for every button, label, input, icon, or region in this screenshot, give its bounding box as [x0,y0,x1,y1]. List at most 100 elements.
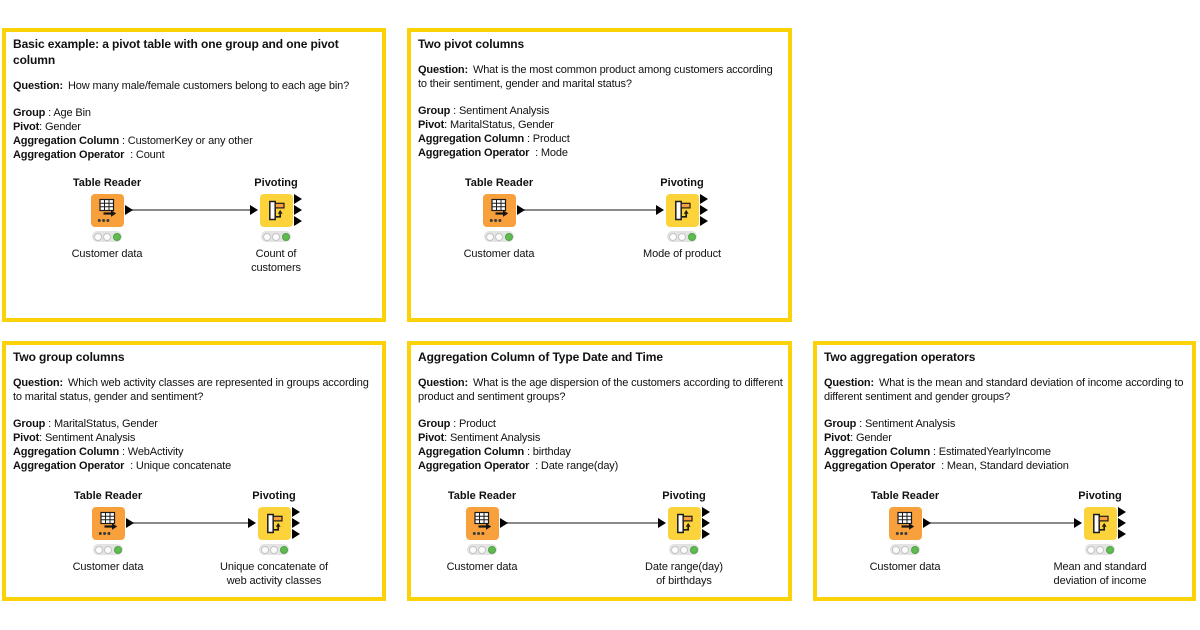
annotation-panel-two-group-columns: Two group columns Question:Which web act… [2,341,386,601]
panel-question: Question:What is the most common product… [418,63,783,91]
output-port-icon[interactable] [125,518,134,528]
panel-fields: Group : Age Bin Pivot: Gender Aggregatio… [13,106,377,162]
table-reader-node[interactable]: Table Reader Customer data [820,489,990,574]
status-traffic-light [667,231,697,242]
annotation-panel-two-pivot-columns: Two pivot columns Question:What is the m… [407,28,792,322]
table-reader-icon[interactable] [91,507,134,540]
node-caption: Date range(day) of birthdays [645,561,723,587]
field-pivot: Pivot: Gender [824,432,892,444]
node-caption: Customer data [72,561,144,573]
panel-question: Question: How many male/female customers … [13,79,377,93]
output-port-icon[interactable] [701,529,710,539]
pivoting-icon[interactable] [657,507,710,540]
output-port-icon[interactable] [499,518,508,528]
field-group: Group : Age Bin [13,107,91,119]
output-port-icon[interactable] [293,216,302,226]
field-group: Group : Sentiment Analysis [824,418,956,430]
workflow-canvas: Table Reader Customer data Pivoting Date… [411,489,788,601]
field-aggregation-column: Aggregation Column : EstimatedYearlyInco… [824,446,1051,458]
table-reader-node[interactable]: Table Reader Customer data [414,176,584,261]
field-pivot: Pivot: Sentiment Analysis [13,432,136,444]
status-traffic-light [467,544,497,555]
pivoting-icon[interactable] [1073,507,1126,540]
node-caption: Unique concatenate of web activity class… [220,561,328,587]
pivoting-icon[interactable] [249,194,302,227]
node-label: Pivoting [660,177,704,189]
status-traffic-light [261,231,291,242]
output-port-icon[interactable] [699,216,708,226]
output-port-icon[interactable] [701,518,710,528]
question-text: What is the age dispersion of the custom… [418,377,783,403]
pivoting-icon[interactable] [247,507,300,540]
output-port-icon[interactable] [699,194,708,204]
question-text: What is the mean and standard deviation … [824,377,1184,403]
panel-question: Question:Which web activity classes are … [13,376,377,404]
output-port-icon[interactable] [516,205,525,215]
question-text: How many male/female customers belong to… [67,80,350,92]
question-text: What is the most common product among cu… [418,64,773,90]
pivoting-node[interactable]: Pivoting Date range(day) of birthdays [599,489,769,588]
node-caption: Count of customers [251,248,301,274]
table-reader-icon[interactable] [888,507,931,540]
table-reader-icon[interactable] [482,194,525,227]
table-reader-icon[interactable] [90,194,133,227]
input-port-icon[interactable] [1073,518,1082,528]
output-port-icon[interactable] [699,205,708,215]
node-label: Table Reader [72,177,142,189]
field-aggregation-column: Aggregation Column : WebActivity [13,446,184,458]
status-traffic-light [1085,544,1115,555]
field-aggregation-column: Aggregation Column : Product [418,133,570,145]
output-port-icon[interactable] [701,507,710,517]
panel-fields: Group : MaritalStatus, Gender Pivot: Sen… [13,417,377,473]
question-label: Question: [418,377,468,389]
field-aggregation-operator: Aggregation Operator : Date range(day) [418,460,619,472]
output-port-icon[interactable] [293,205,302,215]
connection-edge[interactable] [507,522,659,524]
input-port-icon[interactable] [247,518,256,528]
output-port-icon[interactable] [291,529,300,539]
node-caption: Mode of product [643,248,721,260]
connection-edge[interactable] [930,522,1075,524]
input-port-icon[interactable] [655,205,664,215]
panel-fields: Group : Product Pivot: Sentiment Analysi… [418,417,783,473]
output-port-icon[interactable] [124,205,133,215]
node-caption: Customer data [869,561,941,573]
connection-edge[interactable] [133,522,249,524]
pivoting-node[interactable]: Pivoting Unique concatenate of web activ… [189,489,359,588]
output-port-icon[interactable] [291,507,300,517]
output-port-icon[interactable] [922,518,931,528]
table-reader-node[interactable]: Table Reader Customer data [23,489,193,574]
output-port-icon[interactable] [291,518,300,528]
table-reader-node[interactable]: Table Reader Customer data [22,176,192,261]
output-port-icon[interactable] [1117,529,1126,539]
output-port-icon[interactable] [293,194,302,204]
workflow-canvas: Table Reader Customer data Pivoting Coun… [6,176,382,288]
annotation-panel-two-aggregation-operators: Two aggregation operators Question:What … [813,341,1196,601]
connection-edge[interactable] [132,209,251,211]
node-caption: Mean and standard deviation of income [1053,561,1147,587]
question-label: Question: [824,377,874,389]
connection-edge[interactable] [524,209,657,211]
status-traffic-light [890,544,920,555]
output-port-icon[interactable] [1117,507,1126,517]
pivoting-icon[interactable] [655,194,708,227]
input-port-icon[interactable] [657,518,666,528]
question-label: Question: [13,377,63,389]
annotation-panel-basic-example: Basic example: a pivot table with one gr… [2,28,386,322]
pivoting-node[interactable]: Pivoting Count of customers [191,176,361,275]
node-label: Pivoting [1078,490,1122,502]
node-label: Pivoting [662,490,706,502]
field-group: Group : Sentiment Analysis [418,105,550,117]
status-traffic-light [92,231,122,242]
node-label: Table Reader [464,177,534,189]
pivoting-node[interactable]: Pivoting Mode of product [597,176,767,261]
field-pivot: Pivot: Sentiment Analysis [418,432,541,444]
table-reader-icon[interactable] [465,507,508,540]
panel-question: Question:What is the age dispersion of t… [418,376,783,404]
question-label: Question: [13,80,63,92]
table-reader-node[interactable]: Table Reader Customer data [397,489,567,574]
output-port-icon[interactable] [1117,518,1126,528]
pivoting-node[interactable]: Pivoting Mean and standard deviation of … [1015,489,1185,588]
input-port-icon[interactable] [249,205,258,215]
status-traffic-light [93,544,123,555]
